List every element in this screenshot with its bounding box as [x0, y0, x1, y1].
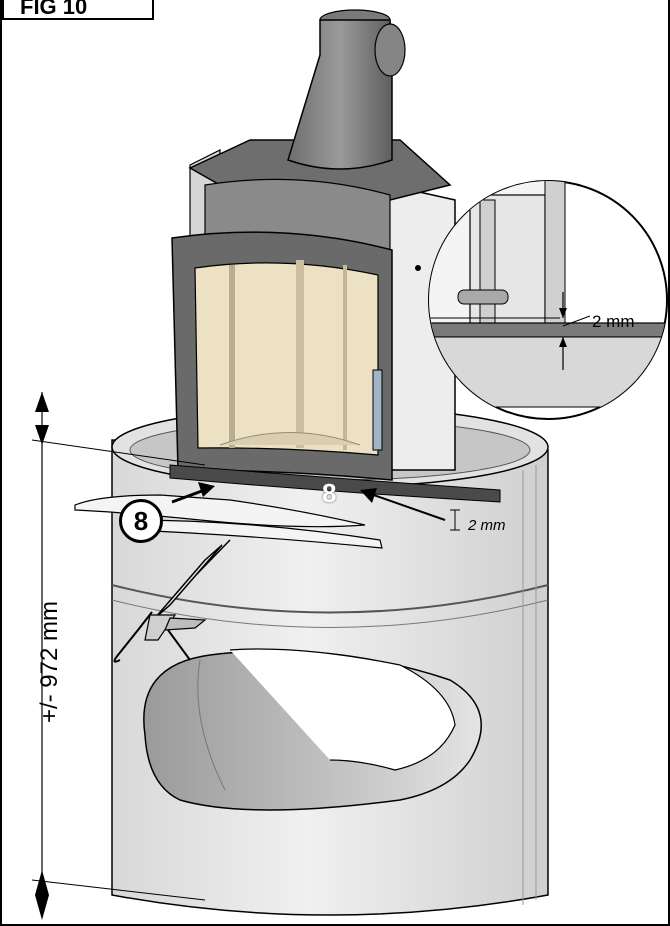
- height-dimension: [31, 392, 206, 920]
- flue-outlet: [287, 9, 406, 170]
- height-dimension-label: +/- 972 mm: [36, 600, 63, 724]
- base-opening: [143, 648, 482, 811]
- caulking-gun-illustration: [113, 539, 231, 663]
- figure-label: FIG 10: [2, 0, 154, 20]
- detail-magnifier: [428, 180, 668, 420]
- seal-callout-plain: 8: [322, 478, 337, 508]
- frame-left-border: [0, 0, 2, 926]
- pointer-arrows: [171, 482, 460, 531]
- frame-bottom-border: [0, 924, 670, 926]
- gap-label-main: 2 mm: [468, 517, 506, 534]
- frame-right-border: [668, 0, 670, 926]
- seal-callout-circled: 8: [119, 499, 163, 543]
- gap-label-detail: 2 mm: [592, 312, 635, 331]
